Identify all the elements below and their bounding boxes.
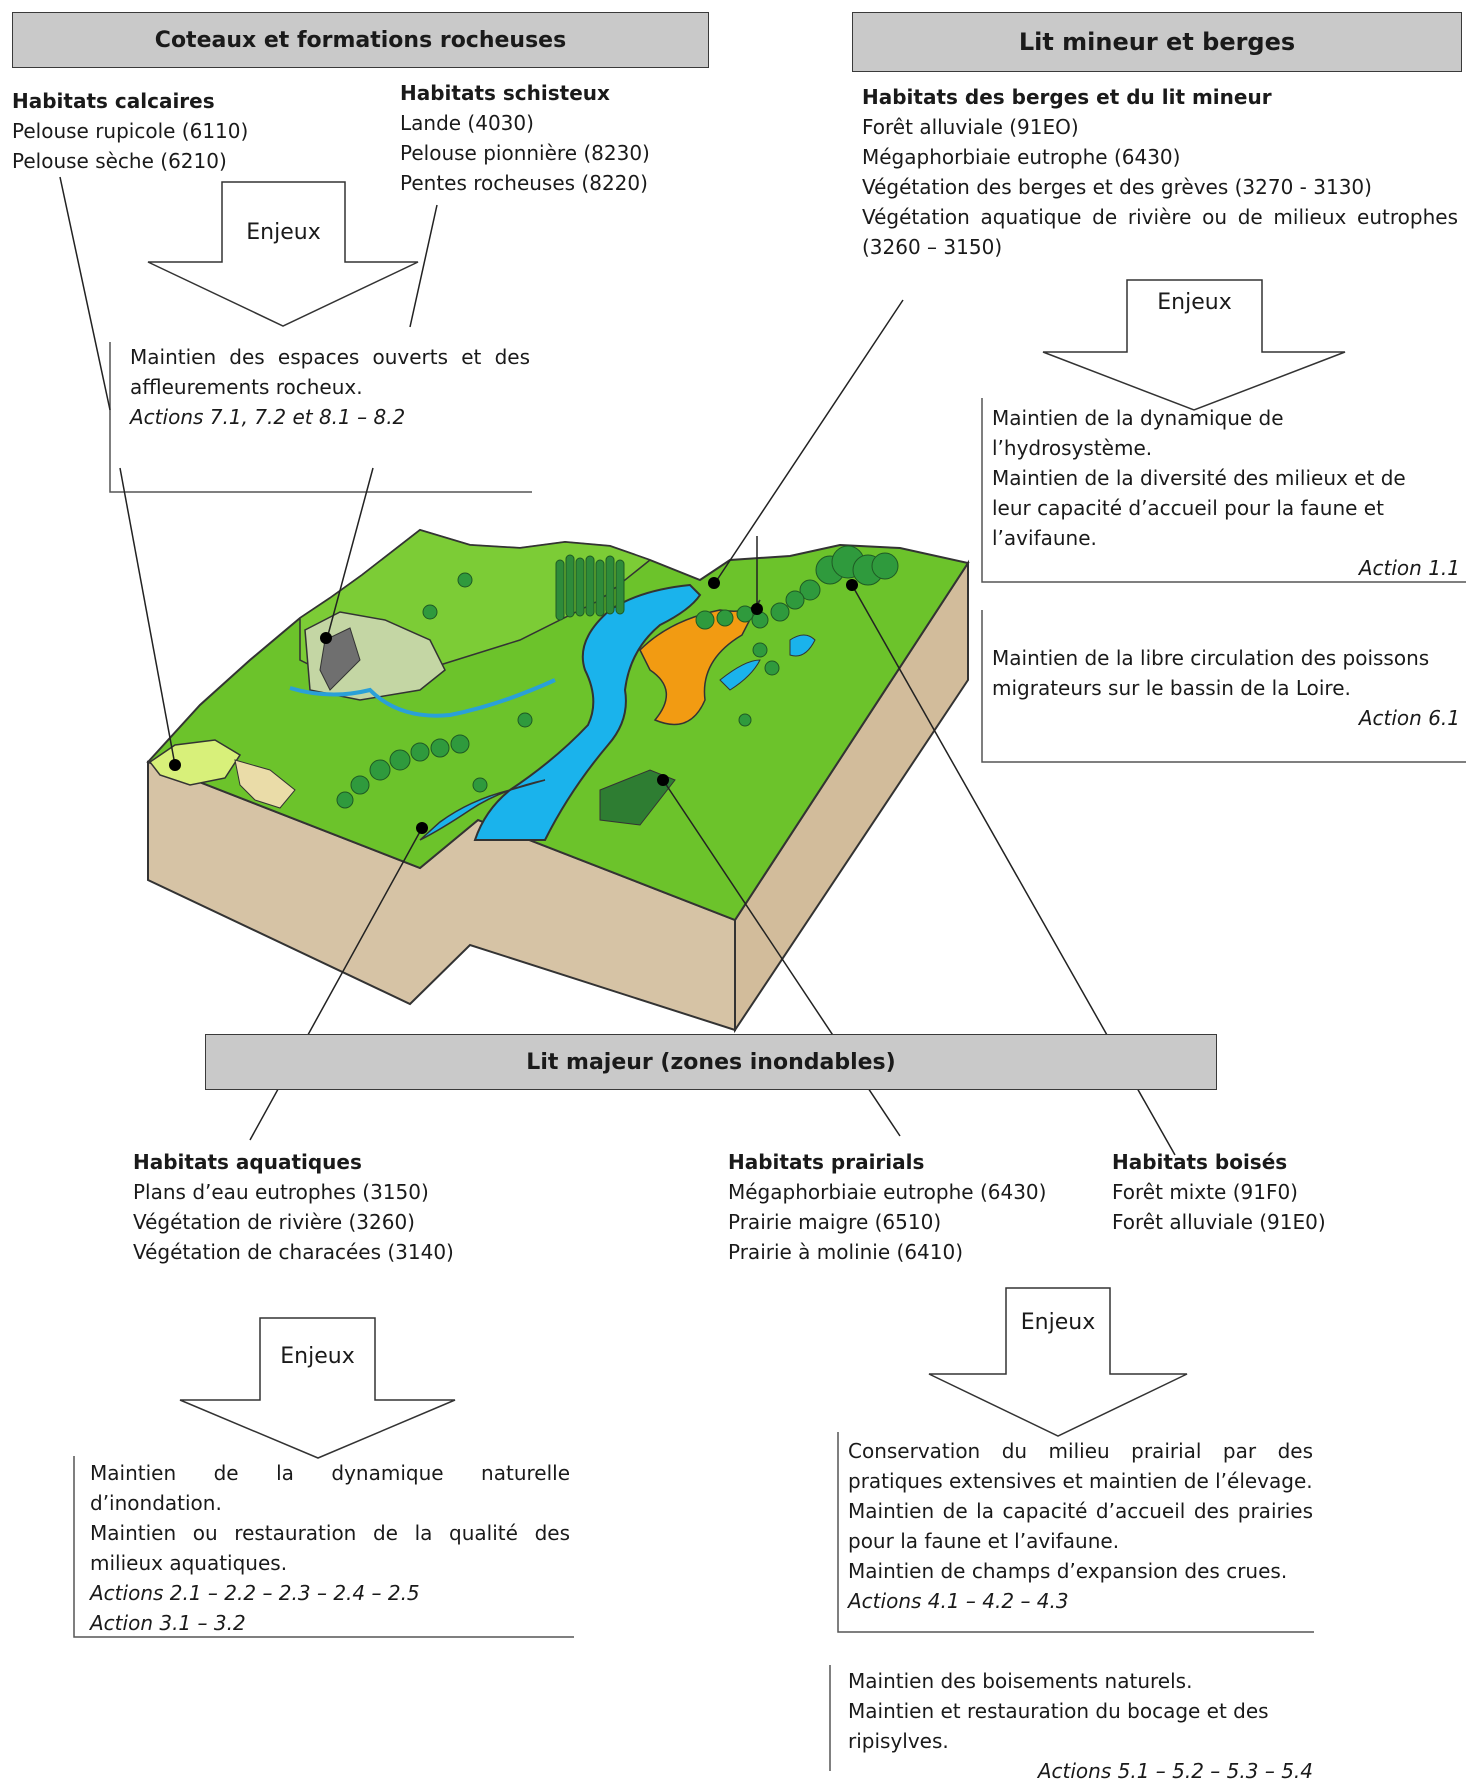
actions-text: Action 6.1 (1358, 706, 1460, 730)
enjeux-text: Maintien de la diversité des milieux et … (992, 466, 1406, 550)
habitat-item: Plans d’eau eutrophes (3150) (133, 1180, 429, 1204)
habitats-prairials-heading: Habitats prairials (728, 1150, 925, 1174)
dark-meadow (599, 769, 676, 826)
habitat-item: Mégaphorbiaie eutrophe (6430) (728, 1180, 1047, 1204)
title-coteaux: Coteaux et formations rocheuses (12, 12, 709, 68)
pond (719, 659, 761, 691)
habitats-boises: Habitats boisés Forêt mixte (91F0) Forêt… (1112, 1147, 1326, 1237)
habitat-item: Prairie maigre (6510) (728, 1210, 942, 1234)
habitat-item: Végétation des berges et des grèves (327… (862, 175, 1372, 199)
habitat-item: Forêt alluviale (91E0) (1112, 1210, 1326, 1234)
river (473, 583, 702, 841)
enjeux-arrow-prairial (928, 1287, 1188, 1437)
side-channel (419, 779, 546, 841)
habitats-calcaires: Habitats calcaires Pelouse rupicole (611… (12, 86, 248, 176)
enjeux-text: Maintien de la dynamique naturelle d’ino… (90, 1461, 570, 1515)
habitats-calcaires-heading: Habitats calcaires (12, 89, 215, 113)
riparian-trees (336, 545, 899, 809)
habitat-item: Pelouse rupicole (6110) (12, 119, 249, 143)
enjeux-arrow-coteaux (147, 181, 419, 327)
habitat-item: Mégaphorbiaie eutrophe (6430) (862, 145, 1181, 169)
actions-text: Action 3.1 – 3.2 (90, 1611, 246, 1635)
enjeux-box-boisements: Maintien des boisements naturels. Mainti… (848, 1666, 1313, 1786)
habitats-aquatiques-heading: Habitats aquatiques (133, 1150, 362, 1174)
enjeux-text: Maintien de champs d’expansion des crues… (848, 1559, 1288, 1583)
habitat-item-long: Végétation aquatique de rivière ou de mi… (862, 205, 1458, 259)
actions-text: Actions 7.1, 7.2 et 8.1 – 8.2 (130, 405, 406, 429)
schist-rocks (319, 627, 361, 691)
enjeux-text: Maintien ou restauration de la qualité d… (90, 1521, 570, 1575)
enjeux-box-coteaux: Maintien des espaces ouverts et des affl… (130, 342, 530, 432)
actions-text: Action 1.1 (1358, 556, 1460, 580)
actions-text: Actions 5.1 – 5.2 – 5.3 – 5.4 (1037, 1759, 1313, 1783)
enjeux-arrow-aquatique (179, 1317, 456, 1459)
habitat-item: Pelouse sèche (6210) (12, 149, 227, 173)
habitats-aquatiques: Habitats aquatiques Plans d’eau eutrophe… (133, 1147, 454, 1267)
enjeux-box-prairial: Conservation du milieu prairial par des … (848, 1436, 1313, 1616)
anchor-dots (169, 577, 858, 834)
habitat-item: Forêt alluviale (91EO) (862, 115, 1079, 139)
habitat-item: Prairie à molinie (6410) (728, 1240, 964, 1264)
habitats-boises-heading: Habitats boisés (1112, 1150, 1288, 1174)
enjeux-box-lit-mineur-1: Maintien de la dynamique de l’hydrosystè… (992, 403, 1460, 583)
title-lit-mineur: Lit mineur et berges (852, 12, 1462, 72)
enjeux-label-aquatique: Enjeux (280, 1344, 355, 1369)
pond-2 (789, 634, 816, 657)
habitat-item: Lande (4030) (400, 111, 534, 135)
habitats-berges: Habitats des berges et du lit mineur For… (862, 82, 1372, 202)
enjeux-text: Maintien de la capacité d’accueil des pr… (848, 1499, 1313, 1553)
title-lit-majeur: Lit majeur (zones inondables) (205, 1034, 1217, 1090)
actions-text: Actions 2.1 – 2.2 – 2.3 – 2.4 – 2.5 (90, 1581, 420, 1605)
habitat-item: Forêt mixte (91F0) (1112, 1180, 1298, 1204)
habitats-schisteux: Habitats schisteux Lande (4030) Pelouse … (400, 78, 650, 198)
calcareous-scree (234, 759, 296, 809)
enjeux-text: Maintien et restauration du bocage et de… (848, 1699, 1269, 1753)
habitat-item: Pentes rocheuses (8220) (400, 171, 648, 195)
enjeux-text: Maintien de la libre circulation des poi… (992, 646, 1430, 700)
stream (289, 678, 556, 718)
enjeux-arrow-lit-mineur (1042, 279, 1346, 411)
enjeux-text: Maintien de la dynamique de l’hydrosystè… (992, 406, 1284, 460)
box-borders (73, 342, 1466, 1771)
enjeux-text: Maintien des espaces ouverts et des affl… (130, 345, 530, 399)
enjeux-label-lit-mineur: Enjeux (1157, 290, 1232, 315)
habitat-item: Pelouse pionnière (8230) (400, 141, 650, 165)
poplar-grove (555, 554, 625, 621)
enjeux-label-coteaux: Enjeux (246, 220, 321, 245)
actions-text: Actions 4.1 – 4.2 – 4.3 (848, 1589, 1069, 1613)
habitats-berges-heading: Habitats des berges et du lit mineur (862, 85, 1272, 109)
enjeux-label-prairial: Enjeux (1020, 1310, 1096, 1335)
habitat-item: Végétation de characées (3140) (133, 1240, 454, 1264)
enjeux-box-lit-mineur-2: Maintien de la libre circulation des poi… (992, 643, 1460, 733)
habitat-item: Végétation de rivière (3260) (133, 1210, 415, 1234)
habitats-schisteux-heading: Habitats schisteux (400, 81, 610, 105)
enjeux-text: Conservation du milieu prairial par des … (848, 1439, 1313, 1493)
enjeux-text: Maintien des boisements naturels. (848, 1669, 1193, 1693)
habitats-prairials: Habitats prairials Mégaphorbiaie eutroph… (728, 1147, 1046, 1267)
enjeux-box-aquatique: Maintien de la dynamique naturelle d’ino… (90, 1458, 570, 1638)
